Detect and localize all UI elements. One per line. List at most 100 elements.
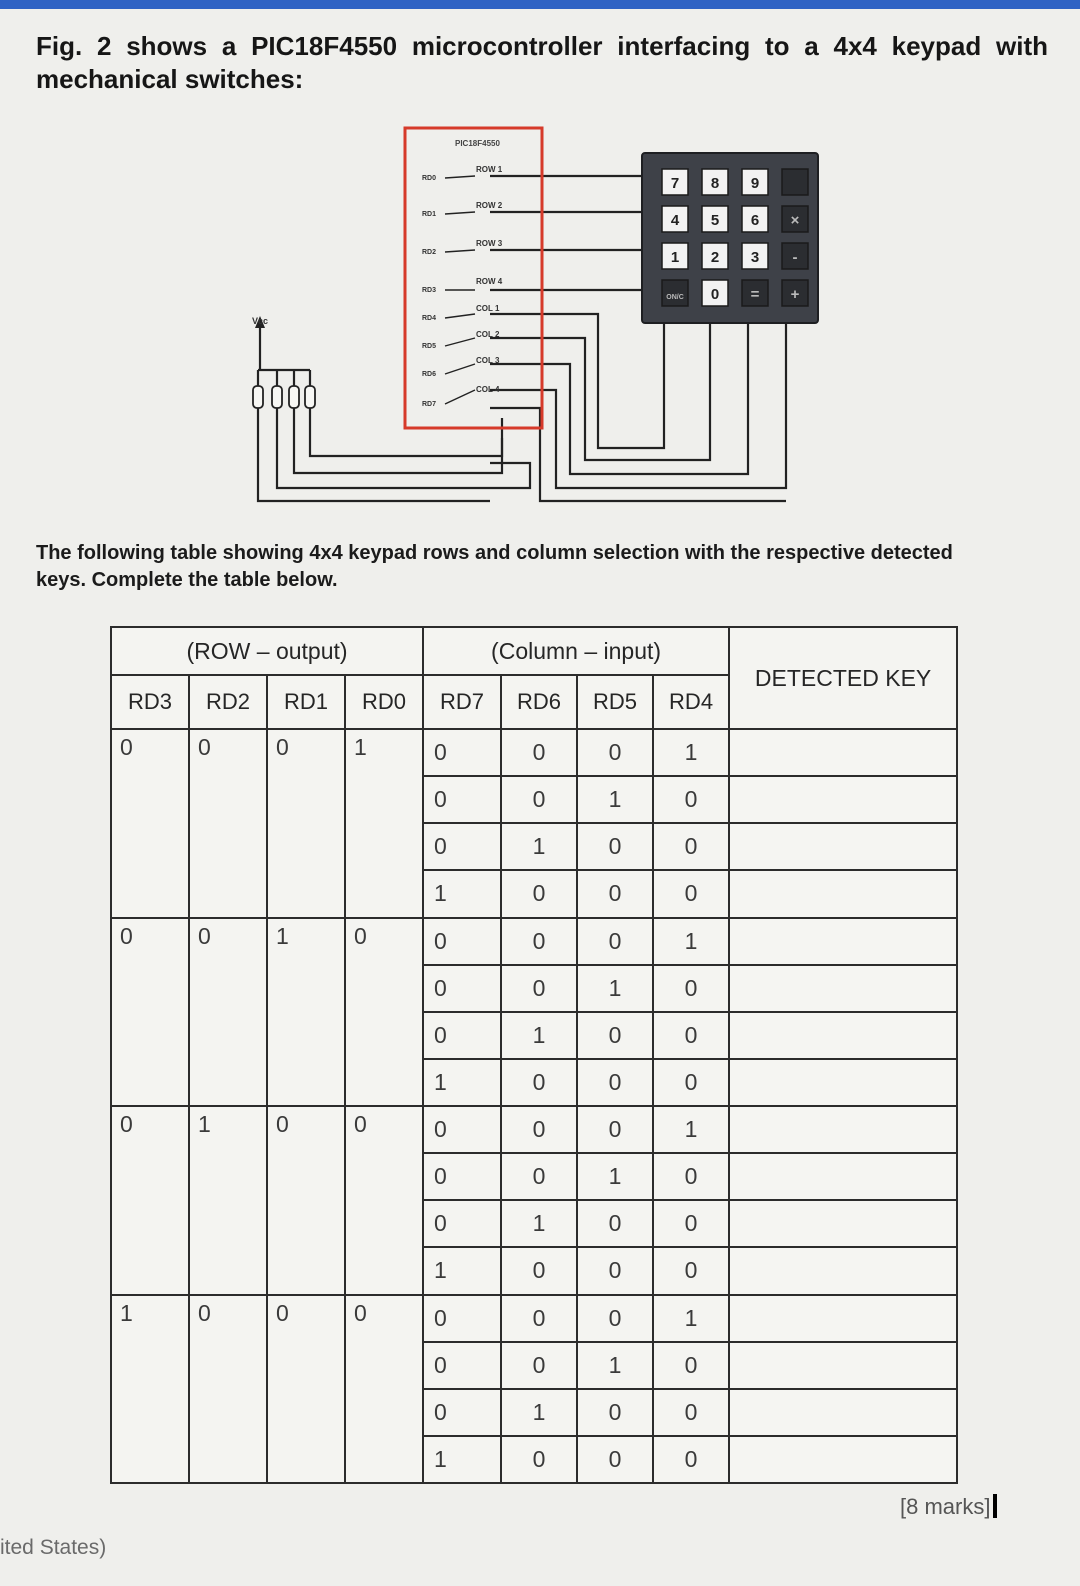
row-output-cell: 0 [343,1293,425,1484]
table-instructions: The following table showing 4x4 keypad r… [36,542,953,591]
column-input-cell: 1 [422,1246,503,1296]
column-input-cell: 0 [500,1104,579,1155]
row-output-cell: 0 [266,1293,346,1484]
circuit-wires [256,174,788,503]
detected-key-cell[interactable] [728,1199,959,1249]
row-output-cell: 0 [266,1105,346,1296]
keypad-key [781,168,809,196]
row-pin-header: RD0 [343,674,425,730]
question-heading: Fig. 2 shows a PIC18F4550 microcontrolle… [36,31,1048,94]
pin-label: RD0 [422,175,436,182]
column-input-cell: 1 [652,1293,731,1343]
column-input-cell: 0 [652,963,731,1013]
column-input-cell: 0 [422,1293,503,1343]
column-input-cell: 1 [500,1387,579,1437]
row-output-cell: 0 [343,916,425,1107]
keypad-key-label: = [751,286,760,303]
detected-key-cell[interactable] [728,1387,959,1437]
column-input-cell: 0 [422,822,503,872]
keypad-key [741,279,769,307]
column-input-cell: 1 [422,1057,503,1108]
keypad-key [781,205,809,233]
column-input-cell: 0 [422,1010,503,1060]
column-input-cell: 0 [500,1434,579,1485]
keypad-key [701,242,729,270]
text-cursor [993,1494,998,1518]
signal-label: ROW 1 [476,165,503,174]
row-output-cell: 0 [188,1293,268,1484]
keypad-key [781,242,809,270]
keypad-key-label: 2 [711,249,719,266]
pin-label: RD1 [422,211,436,218]
keypad-scan-table: (ROW – output) (Column – input) DETECTED… [109,626,959,1485]
detected-key-cell[interactable] [728,869,959,919]
pin-label: RD7 [422,401,436,408]
column-input-cell: 1 [576,963,655,1013]
column-input-cell: 0 [500,1293,579,1343]
keypad-key-label: × [791,212,800,229]
keypad-key [781,279,809,307]
keypad-key-label: 3 [751,249,759,266]
column-input-cell: 0 [422,1152,503,1202]
row-output-cell: 1 [343,728,425,919]
column-input-cell: 0 [422,727,503,778]
detected-key-cell[interactable] [728,822,959,872]
detected-key-cell[interactable] [728,775,959,825]
column-input-cell: 0 [500,775,579,825]
column-pin-header: RD6 [500,674,579,730]
column-input-cell: 0 [422,1104,503,1155]
row-pin-header: RD1 [266,674,346,730]
pull-down-resistors [252,385,316,409]
column-input-cell: 0 [576,1199,655,1249]
column-input-cell: 0 [422,1199,503,1249]
pin-label: RD6 [422,371,436,378]
row-output-cell: 0 [343,1105,425,1296]
detected-key-cell[interactable] [728,916,959,966]
column-input-cell: 0 [652,1340,731,1390]
keypad-key-label: 5 [711,212,719,229]
column-input-cell: 0 [500,727,579,778]
detected-key-cell[interactable] [728,963,959,1013]
fig2-circuit-diagram: Vcc PIC18F4550 RD0 RD1 RD2 RD3 RD4 RD5 R… [252,126,819,503]
keypad-key-label: - [793,249,798,266]
pin-label: RD5 [422,343,436,350]
detected-key-cell[interactable] [728,1434,959,1485]
detected-key-cell[interactable] [728,1340,959,1390]
detected-key-cell[interactable] [728,1246,959,1296]
detected-key-cell[interactable] [728,1104,959,1155]
keypad-key [661,279,689,307]
column-input-cell: 0 [576,869,655,919]
row-output-group-header: (ROW – output) [109,626,425,676]
detected-key-cell[interactable] [728,727,959,778]
column-input-cell: 0 [576,916,655,966]
column-input-cell: 0 [652,1434,731,1485]
vcc-arrow-icon [255,316,265,328]
column-input-cell: 0 [576,727,655,778]
detected-key-cell[interactable] [728,1152,959,1202]
column-input-cell: 0 [652,1387,731,1437]
column-input-cell: 0 [500,1152,579,1202]
column-input-cell: 1 [576,1152,655,1202]
column-input-cell: 1 [422,869,503,919]
column-input-cell: 0 [422,1340,503,1390]
column-input-cell: 0 [422,963,503,1013]
column-input-cell: 0 [652,1057,731,1108]
detected-key-cell[interactable] [728,1010,959,1060]
detected-key-cell[interactable] [728,1293,959,1343]
keypad-key [701,279,729,307]
pin-label: RD3 [422,287,436,294]
column-input-cell: 1 [500,822,579,872]
column-input-cell: 0 [652,1010,731,1060]
column-input-cell: 0 [576,1104,655,1155]
keypad-key [701,168,729,196]
signal-label: ROW 3 [476,239,503,248]
pic18f4550-chip [403,126,544,430]
column-pin-header: RD5 [576,674,655,730]
detected-key-cell[interactable] [728,1057,959,1108]
